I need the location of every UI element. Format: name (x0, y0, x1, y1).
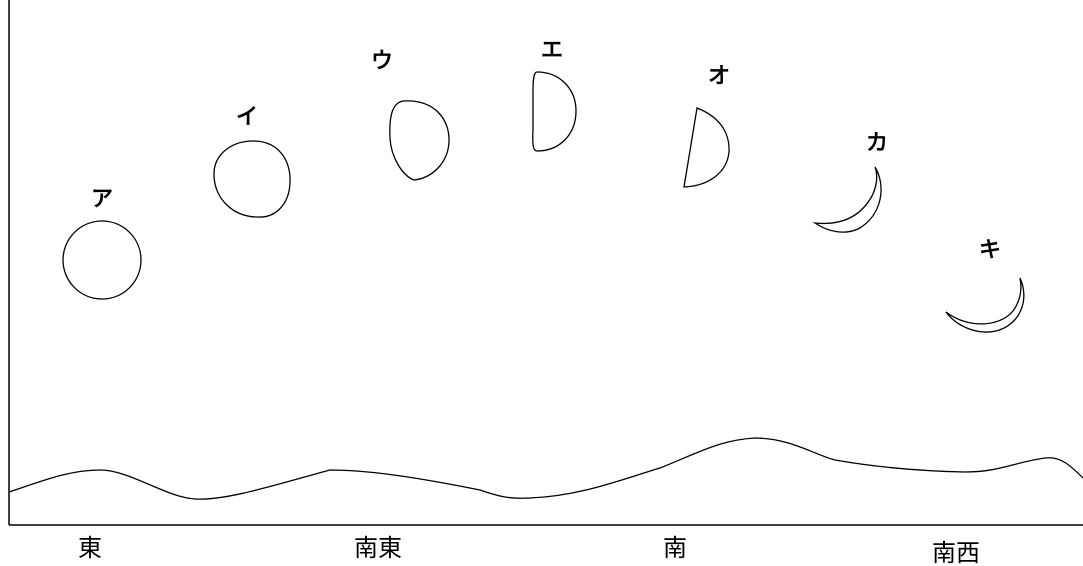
moon-o: オ (683, 64, 730, 188)
direction-southwest: 南西 (932, 539, 980, 566)
moon-ki-disc (945, 277, 1025, 333)
moon-a-disc (62, 220, 142, 300)
moon-a-label: ア (91, 187, 113, 212)
moon-ka-disc (812, 166, 882, 233)
moon-o-label: オ (708, 64, 730, 89)
moon-i-label: イ (236, 105, 258, 130)
moon-e: エ (532, 38, 577, 152)
moon-ki-label: キ (979, 238, 1001, 263)
direction-east: 東 (78, 534, 102, 562)
moon-u: ウ (371, 49, 450, 181)
direction-southeast: 南東 (354, 534, 402, 562)
moon-a: ア (62, 187, 142, 300)
moon-ki: キ (945, 238, 1025, 333)
moon-u-label: ウ (371, 49, 393, 74)
moon-u-disc (389, 100, 450, 181)
moon-ka-label: カ (866, 131, 888, 156)
moon-i-disc (213, 140, 291, 218)
moon-o-disc (683, 107, 730, 188)
horizon-line (8, 437, 1083, 500)
direction-south: 南 (663, 534, 687, 562)
sky-frame (8, 0, 1083, 526)
moon-ka: カ (812, 131, 888, 233)
moon-e-label: エ (541, 38, 563, 63)
moon-e-disc (532, 71, 577, 152)
moon-i: イ (213, 105, 291, 218)
